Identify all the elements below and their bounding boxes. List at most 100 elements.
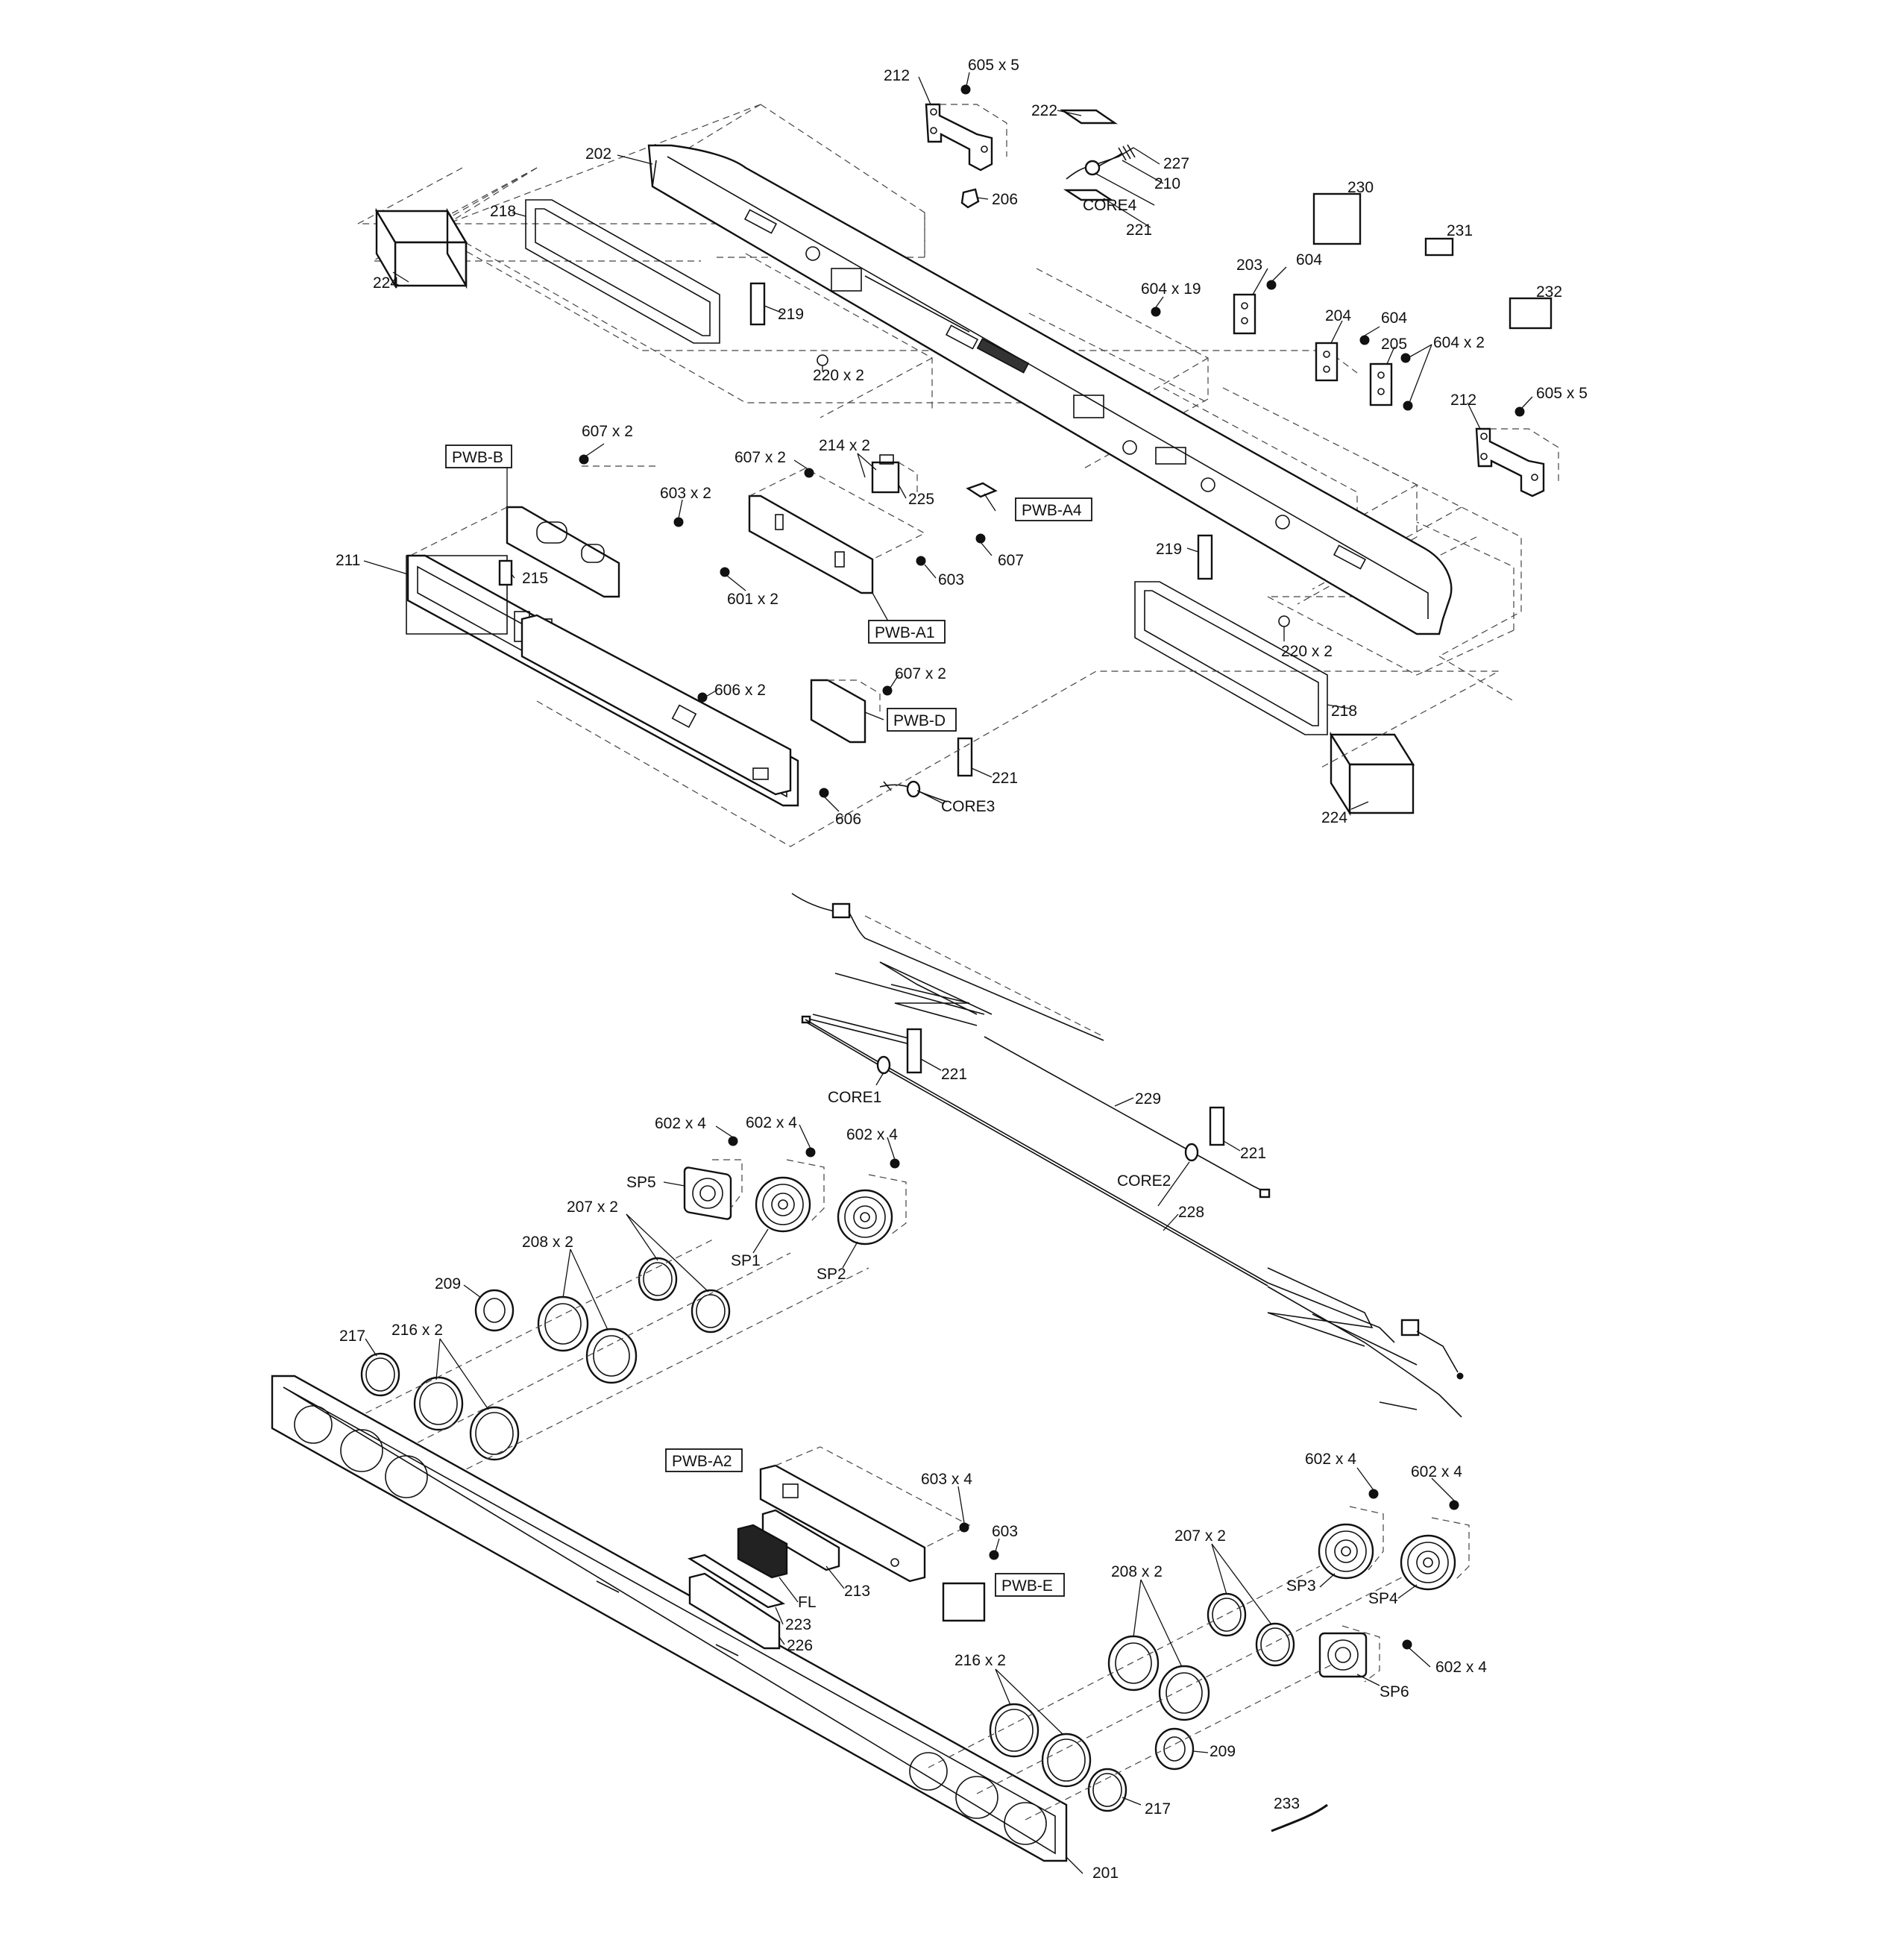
label-604-a: 604 xyxy=(1296,251,1322,268)
label-221-harness2: 221 xyxy=(1240,1145,1266,1162)
part-chassis-front-plate xyxy=(520,614,792,796)
part-216-ring-right-a xyxy=(989,1703,1039,1758)
projection-225 xyxy=(898,462,918,496)
part-216-ring-right-b xyxy=(1041,1733,1092,1788)
part-206-clip xyxy=(960,188,980,209)
label-605x5-top: 605 x 5 xyxy=(968,57,1019,74)
projection-pwb-a2 xyxy=(775,1446,971,1548)
part-core3-cable xyxy=(879,780,948,802)
part-212-bracket-top xyxy=(925,103,993,172)
part-219-upper-strip xyxy=(749,282,766,326)
screws-middle xyxy=(579,454,986,798)
projection-speakers-right xyxy=(1341,1506,1470,1683)
part-209-tweeter-frame-right xyxy=(1154,1727,1195,1771)
part-226-window xyxy=(688,1572,781,1650)
label-sp1: SP1 xyxy=(731,1252,761,1269)
label-607x2-c: 607 x 2 xyxy=(895,665,946,682)
part-212-bracket-right xyxy=(1475,427,1545,497)
label-218-right: 218 xyxy=(1331,703,1357,720)
label-603x2: 603 x 2 xyxy=(660,485,711,502)
projection-pwb-b xyxy=(409,506,508,556)
label-209-right: 209 xyxy=(1210,1743,1236,1760)
label-202: 202 xyxy=(585,145,611,163)
label-221-harness: 221 xyxy=(941,1066,967,1083)
label-208x2-right: 208 x 2 xyxy=(1111,1563,1163,1580)
part-203-bracket xyxy=(1233,293,1256,335)
part-231-sheet xyxy=(1424,237,1454,257)
label-602x4-sp5: 602 x 4 xyxy=(655,1115,706,1132)
label-208x2-left: 208 x 2 xyxy=(522,1234,573,1251)
svg-text:PWB-B: PWB-B xyxy=(452,449,503,466)
label-602x4-sp2: 602 x 4 xyxy=(846,1126,898,1143)
label-211: 211 xyxy=(336,552,360,569)
label-604x2: 604 x 2 xyxy=(1433,334,1485,351)
part-202-top-cabinet xyxy=(647,144,1453,635)
part-216-ring-right-a-inner xyxy=(995,1709,1034,1752)
part-207-ring-left-a-inner xyxy=(643,1262,673,1296)
label-606x2: 606 x 2 xyxy=(714,682,766,699)
label-217-left: 217 xyxy=(339,1328,365,1345)
label-602x4-sp4: 602 x 4 xyxy=(1411,1463,1462,1480)
boxed-label-pwb-a1: PWB-A1 xyxy=(868,620,946,644)
label-231: 231 xyxy=(1447,222,1473,239)
label-216x2-left: 216 x 2 xyxy=(391,1322,443,1339)
part-207-ring-right-b xyxy=(1255,1622,1295,1667)
part-205-bracket xyxy=(1369,362,1393,406)
label-224-left: 224 xyxy=(373,274,399,292)
boxed-label-pwb-a2: PWB-A2 xyxy=(665,1448,743,1472)
part-207-ring-right-b-inner xyxy=(1260,1627,1290,1662)
label-607: 607 xyxy=(998,552,1024,569)
label-210: 210 xyxy=(1154,175,1180,192)
label-604x19: 604 x 19 xyxy=(1141,280,1201,298)
label-207x2-right: 207 x 2 xyxy=(1174,1527,1226,1545)
label-222: 222 xyxy=(1031,102,1057,119)
label-606: 606 xyxy=(835,811,861,828)
label-sp6: SP6 xyxy=(1380,1683,1409,1700)
part-221-sheet-mid xyxy=(957,737,973,777)
part-216-ring-right-b-inner xyxy=(1047,1738,1086,1782)
boxed-label-pwb-b: PWB-B xyxy=(445,445,512,468)
part-225-connector xyxy=(871,454,900,494)
svg-text:PWB-A4: PWB-A4 xyxy=(1022,502,1082,519)
boxed-labels: PWB-B PWB-A4 PWB-A1 PWB-D PWB-A2 PWB-E xyxy=(445,445,1092,1597)
label-607x2-a: 607 x 2 xyxy=(582,423,633,440)
label-core2: CORE2 xyxy=(1117,1172,1171,1190)
label-core3: CORE3 xyxy=(941,798,995,815)
projection-pwb-a1 xyxy=(749,468,926,560)
part-sp3-speaker xyxy=(1318,1523,1374,1580)
label-214x2: 214 x 2 xyxy=(819,437,870,454)
part-204-bracket xyxy=(1315,342,1339,382)
label-216x2-right: 216 x 2 xyxy=(954,1652,1006,1669)
label-201: 201 xyxy=(1092,1865,1119,1882)
part-216-ring-left-b-inner xyxy=(475,1412,514,1455)
part-222-sheet xyxy=(1060,109,1118,125)
part-pwb-a1-board xyxy=(748,494,874,594)
label-217-right: 217 xyxy=(1145,1800,1171,1818)
part-221-sheet-harness xyxy=(906,1028,922,1074)
part-pwb-d-board xyxy=(810,679,866,744)
part-221-sheet-harness2 xyxy=(1209,1106,1225,1146)
label-215: 215 xyxy=(522,570,548,587)
boxed-label-pwb-a4: PWB-A4 xyxy=(1015,497,1092,521)
part-223-window xyxy=(687,1554,786,1609)
label-602x4-sp3: 602 x 4 xyxy=(1305,1451,1356,1468)
wiring-harness xyxy=(791,893,1464,1418)
part-sp5-speaker xyxy=(683,1166,732,1220)
part-220-lower-foot xyxy=(1278,615,1290,627)
part-207-ring-left-b xyxy=(691,1289,731,1334)
part-208-frame-right-a xyxy=(1107,1635,1160,1692)
label-220x2-lower: 220 x 2 xyxy=(1281,643,1333,660)
label-230: 230 xyxy=(1347,179,1374,196)
part-207-ring-left-b-inner xyxy=(696,1294,726,1328)
part-sp1-speaker xyxy=(755,1176,811,1233)
label-602x4-sp1: 602 x 4 xyxy=(746,1114,797,1131)
label-603x4: 603 x 4 xyxy=(921,1471,972,1488)
part-sp6-speaker xyxy=(1318,1632,1368,1678)
projection-chassis xyxy=(536,670,1500,847)
label-607x2-b: 607 x 2 xyxy=(735,449,786,466)
label-603-b: 603 xyxy=(992,1523,1018,1540)
label-224-right: 224 xyxy=(1321,809,1347,826)
label-213: 213 xyxy=(844,1583,870,1600)
screws-lower xyxy=(728,1136,1459,1650)
